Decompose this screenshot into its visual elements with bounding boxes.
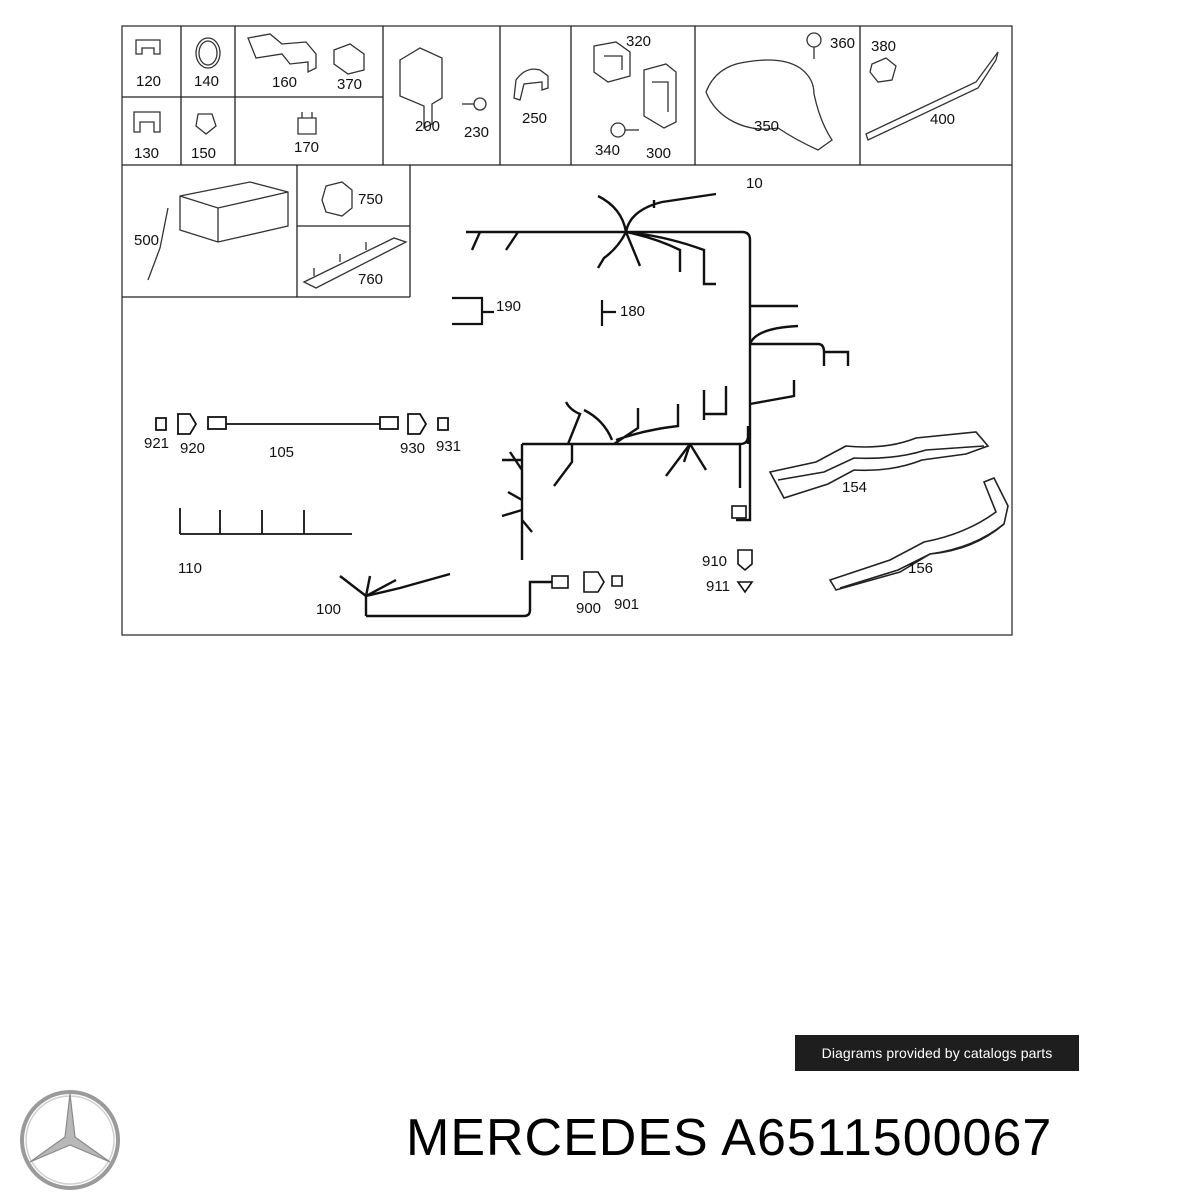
label-370: 370 [337, 76, 362, 93]
label-105: 105 [269, 444, 294, 461]
diagram-frame [121, 25, 1013, 636]
label-140: 140 [194, 73, 219, 90]
label-930: 930 [400, 440, 425, 457]
label-400: 400 [930, 111, 955, 128]
label-750: 750 [358, 191, 383, 208]
credit-badge: Diagrams provided by catalogs parts [795, 1035, 1079, 1071]
label-920: 920 [180, 440, 205, 457]
label-901: 901 [614, 596, 639, 613]
label-150: 150 [191, 145, 216, 162]
label-250: 250 [522, 110, 547, 127]
label-900: 900 [576, 600, 601, 617]
harness-10 [466, 192, 850, 560]
rails-154-156 [768, 431, 1009, 591]
label-300: 300 [646, 145, 671, 162]
label-120: 120 [136, 73, 161, 90]
parts-190-180 [452, 296, 616, 326]
label-130: 130 [134, 145, 159, 162]
label-380: 380 [871, 38, 896, 55]
label-180: 180 [620, 303, 645, 320]
label-10: 10 [746, 175, 763, 192]
label-921: 921 [144, 435, 169, 452]
label-931: 931 [436, 438, 461, 455]
label-910: 910 [702, 553, 727, 570]
harness-100 [339, 572, 552, 618]
harness-110 [179, 508, 352, 535]
label-340: 340 [595, 142, 620, 159]
mercedes-star-logo-icon [20, 1090, 120, 1190]
label-156: 156 [908, 560, 933, 577]
connectors [551, 505, 754, 594]
label-500: 500 [134, 232, 159, 249]
label-160: 160 [272, 74, 297, 91]
label-154: 154 [842, 479, 867, 496]
part-sketches [133, 32, 999, 289]
part-title: MERCEDES A6511500067 [406, 1109, 1053, 1167]
credit-text: Diagrams provided by catalogs parts [821, 1045, 1053, 1061]
cable-105 [155, 413, 449, 435]
label-230: 230 [464, 124, 489, 141]
label-911: 911 [706, 578, 730, 595]
label-190: 190 [496, 298, 521, 315]
label-200: 200 [415, 118, 440, 135]
label-100: 100 [316, 601, 341, 618]
label-360: 360 [830, 35, 855, 52]
label-760: 760 [358, 271, 383, 288]
label-110: 110 [178, 560, 202, 577]
label-170: 170 [294, 139, 319, 156]
label-320: 320 [626, 33, 651, 50]
label-350: 350 [754, 118, 779, 135]
